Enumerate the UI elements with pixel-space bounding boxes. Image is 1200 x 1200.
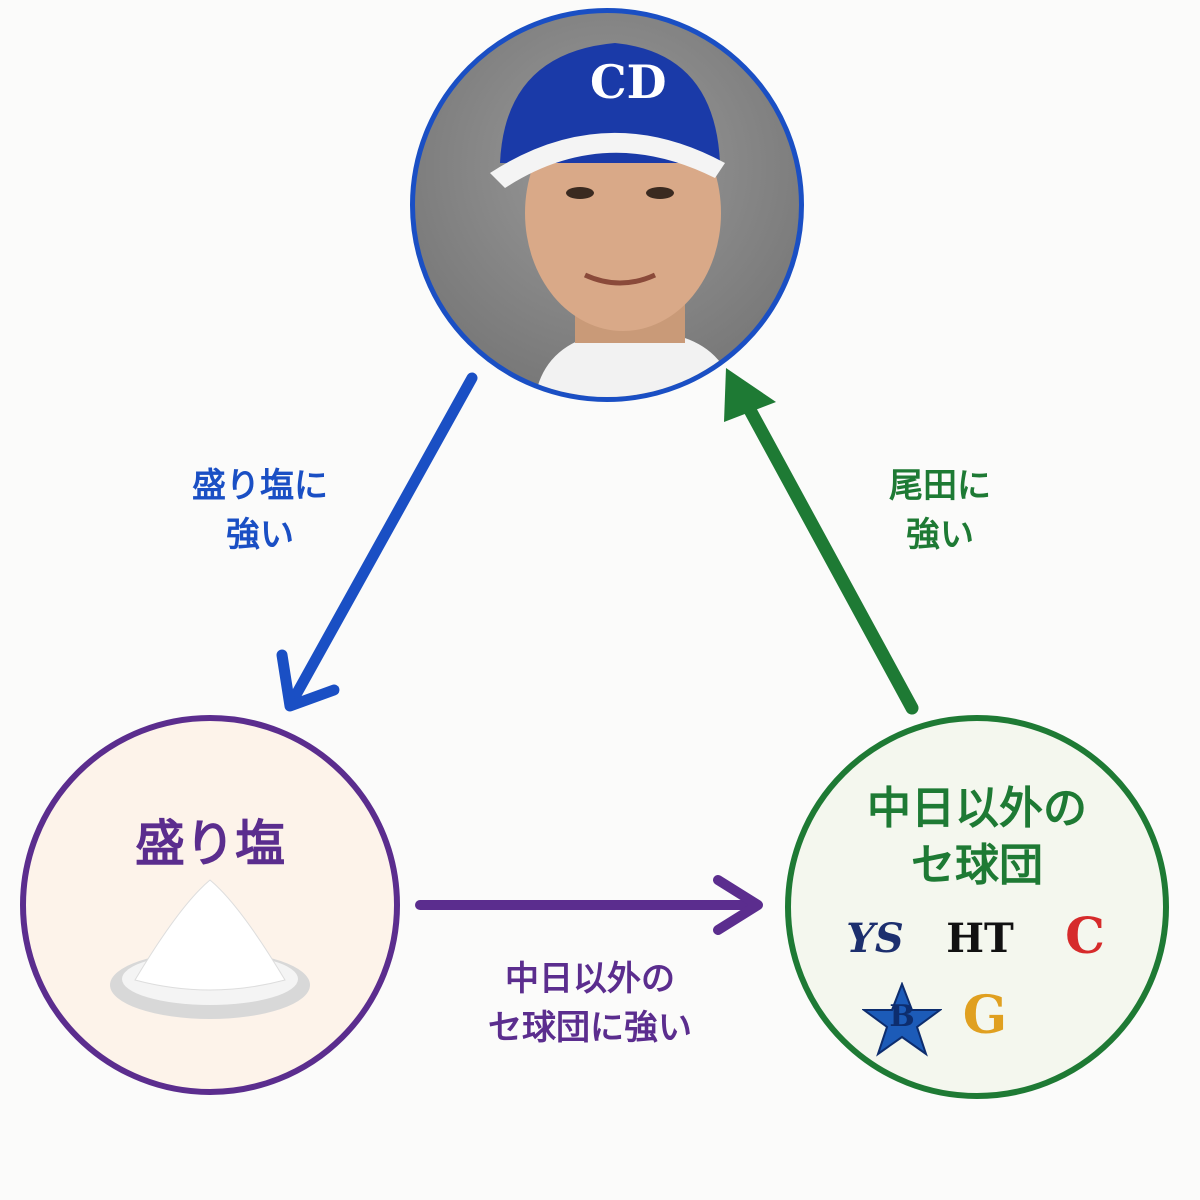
player-photo: CD xyxy=(490,43,735,397)
carp-logo: C xyxy=(1065,906,1105,965)
edge-label-salt-to-teams: 中日以外の セ球団に強い xyxy=(488,959,692,1049)
teams-title-line1: 中日以外の xyxy=(867,783,1087,834)
baystars-logo: B xyxy=(862,982,942,1057)
baystars-mark: B xyxy=(889,999,915,1034)
teams-title-line2: セ球団 xyxy=(911,840,1043,891)
salt-title: 盛り塩 xyxy=(135,815,285,873)
cap-logo: CD xyxy=(590,55,667,109)
edge-label-teams-to-player: 尾田に 強い xyxy=(889,466,991,556)
arrow-teams-to-player xyxy=(731,381,919,715)
baystars-star-icon xyxy=(862,982,942,1057)
swallows-logo: YS xyxy=(846,915,904,962)
edge-label-player-to-salt: 盛り塩に 強い xyxy=(192,466,328,556)
salt-icon xyxy=(110,879,310,1019)
arrowhead-teams-to-player xyxy=(724,368,776,422)
giants-logo: G xyxy=(962,985,1008,1046)
teams-node xyxy=(785,715,1169,1099)
tigers-logo: HT xyxy=(946,915,1014,962)
player-photo-node: CD xyxy=(410,8,804,402)
arrow-player-to-salt xyxy=(276,372,478,712)
arrow-salt-to-teams xyxy=(415,875,763,935)
